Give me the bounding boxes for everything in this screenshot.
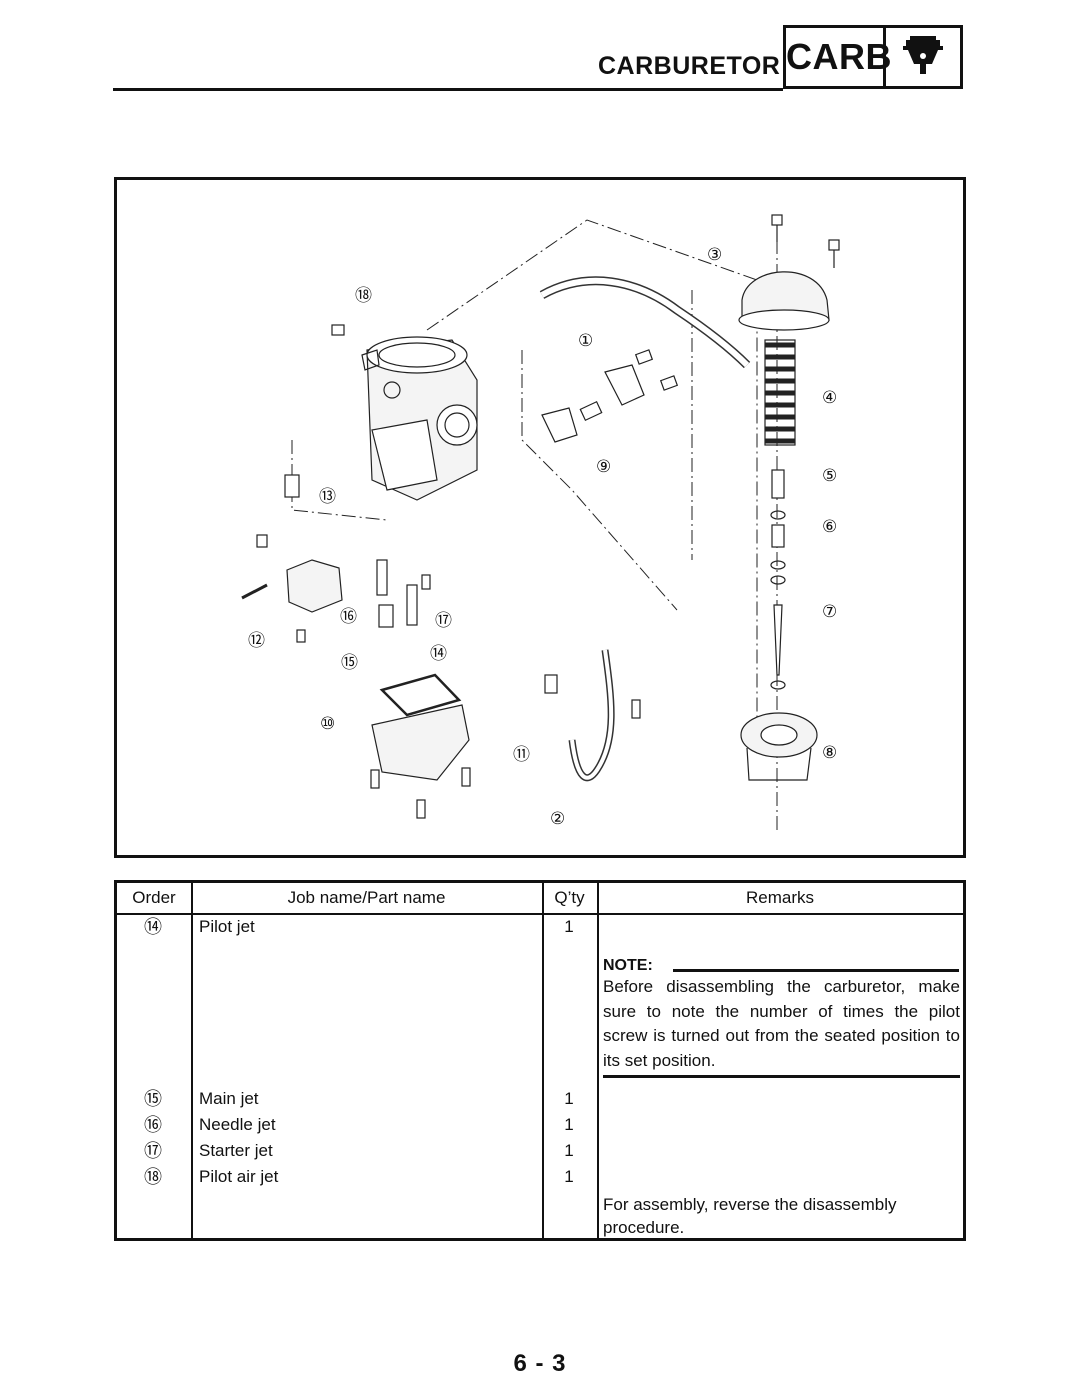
callout-4: ④ xyxy=(822,388,837,408)
row-order: ⑮ xyxy=(144,1089,162,1109)
callout-14: ⑭ xyxy=(430,644,447,664)
column-header-qty: Q’ty xyxy=(554,888,585,907)
row-part-name: Main jet xyxy=(199,1089,259,1108)
row-order: ⑭ xyxy=(144,917,162,937)
row-part-name: Pilot jet xyxy=(199,917,255,936)
note-rule xyxy=(603,1075,960,1078)
row-order: ⑰ xyxy=(144,1141,162,1161)
carburetor-body xyxy=(361,336,478,501)
row-part-name: Starter jet xyxy=(199,1141,273,1160)
callout-12: ⑫ xyxy=(248,631,265,651)
callout-3: ③ xyxy=(707,245,722,265)
callout-13: ⑬ xyxy=(319,487,336,507)
callout-5: ⑤ xyxy=(822,466,837,486)
callout-11: ⑪ xyxy=(513,745,530,765)
column-header-order: Order xyxy=(132,888,176,907)
callout-9: ⑨ xyxy=(596,457,611,477)
column-divider xyxy=(191,883,193,1238)
row-qty: 1 xyxy=(564,1141,574,1160)
exploded-parts-diagram: ① ② ③ ④ ⑤ ⑥ ⑦ ⑧ ⑨ ⑩ ⑪ ⑫ ⑬ ⑭ ⑮ ⑯ ⑰ ⑱ xyxy=(114,177,966,858)
row-qty: 1 xyxy=(564,1089,574,1108)
callout-15: ⑮ xyxy=(341,653,358,673)
section-code: CARB xyxy=(786,28,892,86)
parts-table: Order Job name/Part name Q’ty Remarks ⑭ … xyxy=(114,880,966,1241)
callout-16: ⑯ xyxy=(340,607,357,627)
callout-10: ⑩ xyxy=(320,714,335,734)
note-text: Before disassembling the carburetor, mak… xyxy=(603,977,960,1070)
carburetor-icon xyxy=(886,28,960,86)
section-title: CARBURETOR xyxy=(598,52,781,80)
header-divider xyxy=(117,913,963,915)
callout-6: ⑥ xyxy=(822,517,837,537)
callout-7: ⑦ xyxy=(822,602,837,622)
row-qty: 1 xyxy=(564,917,574,936)
row-order: ⑯ xyxy=(144,1115,162,1135)
column-header-remarks: Remarks xyxy=(745,888,814,907)
column-divider xyxy=(542,883,544,1238)
closing-remark: For assembly, reverse the disassembly pr… xyxy=(603,1195,897,1237)
row-qty: 1 xyxy=(564,1115,574,1134)
row-part-name: Needle jet xyxy=(199,1115,276,1134)
callout-2: ② xyxy=(550,809,565,829)
column-divider xyxy=(597,883,599,1238)
callout-18: ⑱ xyxy=(355,286,372,306)
column-header-part: Job name/Part name xyxy=(287,888,446,907)
callout-1: ① xyxy=(578,331,593,351)
page-number: 6 - 3 xyxy=(513,1350,567,1377)
section-tab: CARB xyxy=(783,25,963,89)
header-rule xyxy=(113,88,783,91)
note-label: NOTE: xyxy=(603,957,653,974)
row-part-name: Pilot air jet xyxy=(199,1167,279,1186)
callout-17: ⑰ xyxy=(435,611,452,631)
row-qty: 1 xyxy=(564,1167,574,1186)
callout-8: ⑧ xyxy=(822,743,837,763)
note-rule xyxy=(673,969,959,972)
row-order: ⑱ xyxy=(144,1167,162,1187)
